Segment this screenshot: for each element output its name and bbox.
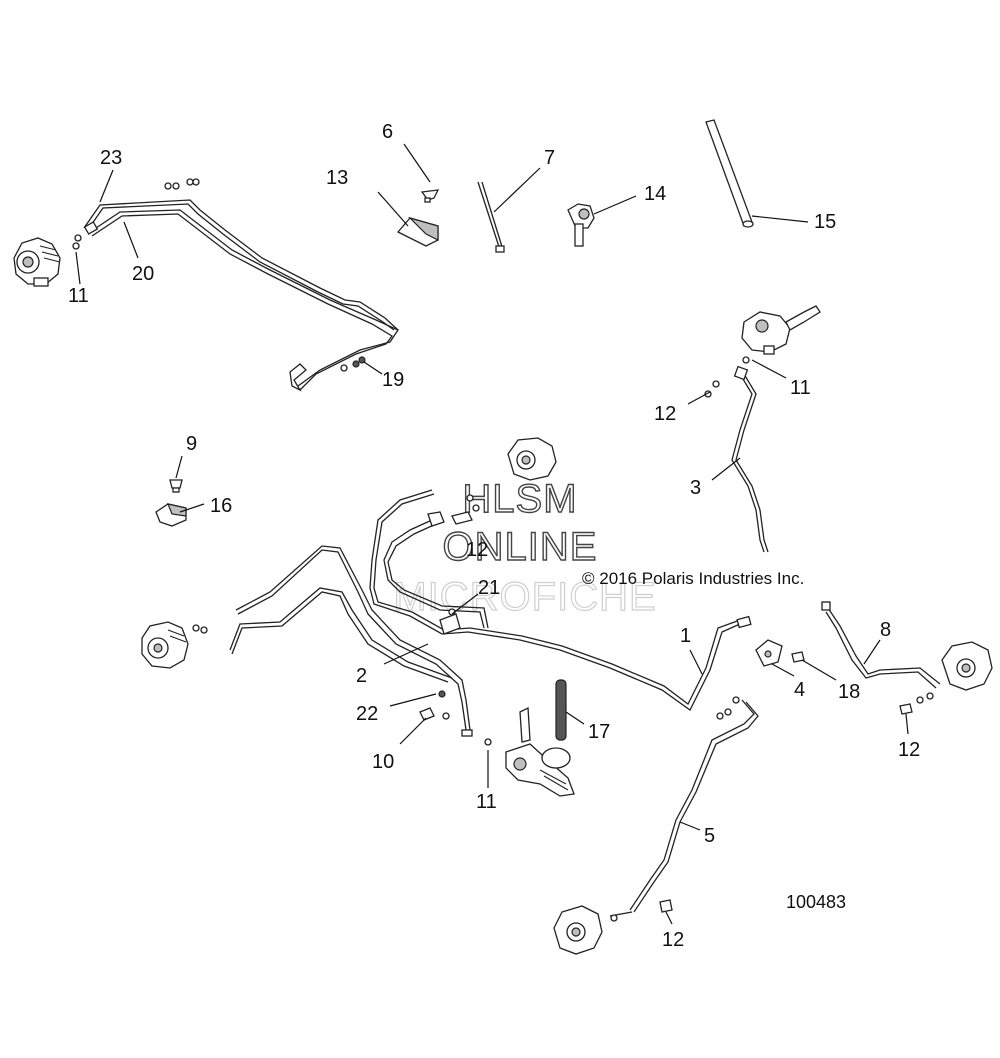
watermark: MICROFICHE HLSM ONLINE (393, 476, 657, 619)
brake-line-5 (609, 696, 759, 917)
callout-11-lower: 11 (476, 791, 497, 813)
callout-11-right: 11 (790, 377, 811, 399)
callout-2: 2 (356, 665, 367, 687)
callout-19: 19 (382, 369, 404, 391)
figure-number: 100483 (786, 892, 846, 912)
master-cylinder-upper (741, 305, 821, 364)
fitting-top (164, 178, 200, 190)
rear-caliper-bottom (553, 905, 618, 955)
master-cylinder-lower (505, 706, 575, 797)
callout-13: 13 (326, 167, 348, 189)
leader-lines (75, 143, 909, 925)
callout-12-right: 12 (898, 739, 920, 761)
clamp-14 (567, 203, 595, 247)
bolt-10 (419, 707, 450, 721)
watermark-line2: ONLINE (443, 525, 598, 569)
callout-20: 20 (132, 263, 154, 285)
callout-21: 21 (478, 577, 500, 599)
brake-line-3 (731, 365, 769, 553)
watermark-line3: MICROFICHE (393, 575, 656, 619)
sleeve-15 (705, 119, 754, 228)
brake-line-2 (229, 545, 473, 737)
front-caliper-right (916, 641, 993, 704)
callout-10: 10 (372, 751, 394, 773)
callout-23: 23 (100, 147, 122, 169)
rear-brake-lines-group (13, 178, 399, 392)
callout-6: 6 (382, 121, 393, 143)
callout-18: 18 (838, 681, 860, 703)
fitting-22 (438, 690, 446, 698)
callout-11-top-left: 11 (68, 285, 89, 307)
callout-7: 7 (544, 147, 555, 169)
brake-line-8 (821, 601, 941, 689)
callout-22: 22 (356, 703, 378, 725)
fitting-12-bottom (659, 899, 673, 913)
callout-1: 1 (680, 625, 691, 647)
callout-4: 4 (794, 679, 805, 701)
bolt-18 (791, 651, 805, 663)
screw-6 (420, 189, 440, 203)
fitting-19 (340, 356, 366, 372)
fittings-12-center (427, 494, 480, 527)
callout-14: 14 (644, 183, 666, 205)
o-ring-11-lower (484, 738, 492, 746)
callout-15: 15 (814, 211, 836, 233)
block-4 (755, 639, 783, 667)
brake-line-1 (369, 489, 752, 711)
callout-12-center: 12 (466, 539, 488, 561)
fitting-12-upper (704, 380, 720, 398)
spring-17 (555, 679, 567, 741)
callout-16: 16 (210, 495, 232, 517)
callout-9: 9 (186, 433, 197, 455)
copyright-notice: © 2016 Polaris Industries Inc. (582, 569, 804, 588)
front-caliper-left (141, 621, 208, 669)
callout-12-upper: 12 (654, 403, 676, 425)
screw-9 (169, 479, 183, 493)
caliper-center-top (507, 437, 557, 481)
fitting-12-right (899, 703, 913, 715)
clip-13 (396, 216, 439, 247)
callout-labels: 23 20 11 19 13 6 7 14 15 11 12 3 9 16 12… (68, 121, 920, 951)
callout-12-bottom: 12 (662, 929, 684, 951)
callout-8: 8 (880, 619, 891, 641)
clip-16 (155, 503, 187, 527)
tie-strap-7 (477, 181, 505, 253)
callout-5: 5 (704, 825, 715, 847)
callout-17: 17 (588, 721, 610, 743)
callout-3: 3 (690, 477, 701, 499)
watermark-line1: HLSM (462, 477, 577, 521)
rear-left-caliper (13, 237, 61, 287)
